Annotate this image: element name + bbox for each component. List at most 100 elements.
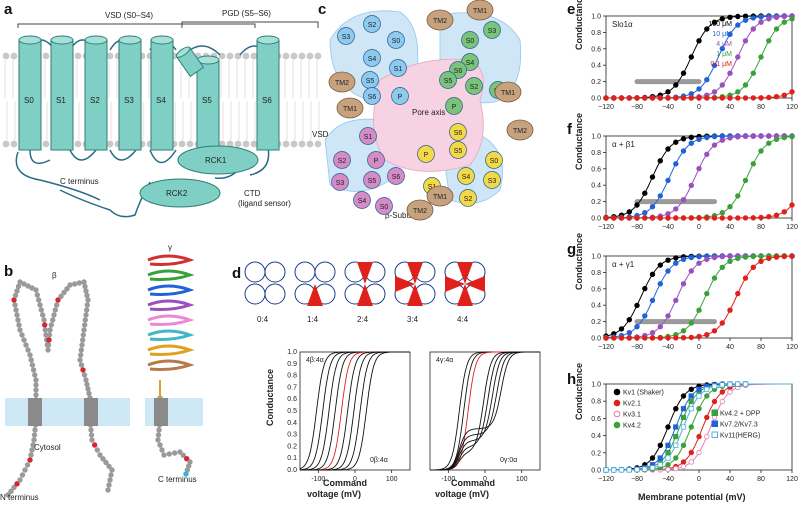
lrr-strand (147, 314, 195, 326)
data-point (634, 95, 640, 101)
beta-subunit-triangle (307, 284, 323, 306)
data-point (742, 381, 749, 387)
data-point (618, 326, 625, 332)
d-ytick: 0.2 (287, 443, 297, 450)
data-point (704, 332, 710, 338)
y-tick-label: 1.0 (591, 14, 601, 21)
data-point (758, 14, 764, 20)
data-point (781, 92, 787, 98)
data-point (665, 268, 671, 274)
segment-circle (417, 145, 435, 163)
data-point (673, 465, 679, 472)
residue-bead (58, 293, 64, 299)
residue-bead (72, 281, 78, 287)
residue-bead (14, 288, 20, 294)
residue-bead (11, 484, 17, 491)
d2-xlabel2: voltage (mV) (435, 489, 489, 499)
data-point (711, 19, 718, 25)
beta-subunit-triangle (407, 284, 423, 306)
data-point (657, 158, 663, 164)
data-point (680, 459, 687, 465)
data-point (773, 93, 780, 100)
segment-label: S5 (444, 78, 453, 85)
segment-label: S2 (368, 22, 377, 29)
segment-circle (387, 167, 405, 185)
lipid-head-bottom (106, 140, 114, 148)
data-point (680, 335, 687, 341)
lipid-head-bottom (282, 140, 290, 148)
data-point (634, 335, 640, 341)
d-top-label: 4γ:4α (436, 357, 453, 364)
residue-bead (32, 427, 38, 433)
d-ytick: 0.9 (287, 361, 297, 368)
legend-marker (711, 420, 718, 427)
data-point (750, 15, 756, 21)
x-tick-label: −120 (598, 344, 614, 351)
lipid-head-bottom (290, 140, 298, 148)
stoich-label: 3:4 (407, 315, 419, 324)
data-point (727, 389, 733, 395)
segment-label: S1 (394, 66, 403, 73)
data-point (742, 82, 749, 88)
d-ytick: 0.8 (287, 373, 297, 380)
segment-label: S2 (338, 158, 347, 165)
data-point (735, 134, 741, 140)
segment-label: TM2 (413, 208, 427, 215)
legend-entry: 4 μM (716, 41, 732, 48)
data-point (711, 215, 718, 221)
residue-bead (17, 327, 23, 333)
legend-entry: 10 μM (712, 31, 732, 38)
d2-xlabel1: Command (451, 478, 495, 488)
segment-label: P (452, 104, 457, 111)
legend-entry: 100 μM (709, 21, 733, 28)
gamma-lrr-ribbon (28, 254, 195, 426)
data-point (665, 466, 671, 473)
data-point (665, 335, 671, 341)
y-tick-label: 1.0 (591, 382, 601, 389)
data-point (727, 215, 733, 221)
x-tick-label: 40 (726, 344, 734, 351)
segment-label: TM1 (501, 90, 515, 97)
data-point (642, 466, 648, 472)
x-tick-label: −80 (631, 476, 643, 483)
y-tick-label: 0.8 (591, 399, 601, 406)
residue-bead (81, 279, 87, 285)
data-point (665, 89, 671, 95)
tm-circle (426, 9, 454, 31)
lipid-head-bottom (2, 140, 10, 148)
x-tick-label: −80 (631, 224, 643, 231)
legend-marker (711, 431, 718, 438)
tm-circle (466, 0, 494, 21)
residue-bead (54, 302, 60, 308)
lipid-head-top (242, 52, 250, 60)
beta-subunit-triangle (357, 262, 373, 284)
panel-c: c Pore axis VSD β-Subunit S3S2S0S4S1S5S6… (312, 0, 534, 221)
data-point (642, 215, 648, 221)
residue-bead (28, 357, 34, 363)
legend-marker (613, 399, 621, 407)
data-point (711, 89, 718, 95)
residue-bead (61, 289, 67, 296)
segment-label: S2 (470, 84, 479, 91)
stoich-label: 4:4 (457, 315, 469, 324)
segment-circle (389, 59, 407, 77)
y-tick-label: 0.2 (591, 199, 601, 206)
data-point (673, 139, 679, 145)
lipid-head-bottom (242, 140, 250, 148)
data-point (773, 212, 780, 218)
data-point (634, 215, 640, 221)
data-point (618, 95, 625, 101)
residue-bead (14, 481, 20, 487)
data-point (626, 95, 632, 101)
rck2-label: RCK2 (166, 189, 188, 198)
data-point (696, 136, 702, 142)
data-point (673, 297, 679, 304)
y-tick-label: 0.4 (591, 63, 601, 70)
x-tick-label: −120 (598, 224, 614, 231)
data-point (719, 209, 725, 216)
residue-bead (161, 452, 167, 458)
residue-bead (33, 382, 39, 388)
data-point (649, 455, 656, 461)
lrr-strand (147, 299, 195, 311)
